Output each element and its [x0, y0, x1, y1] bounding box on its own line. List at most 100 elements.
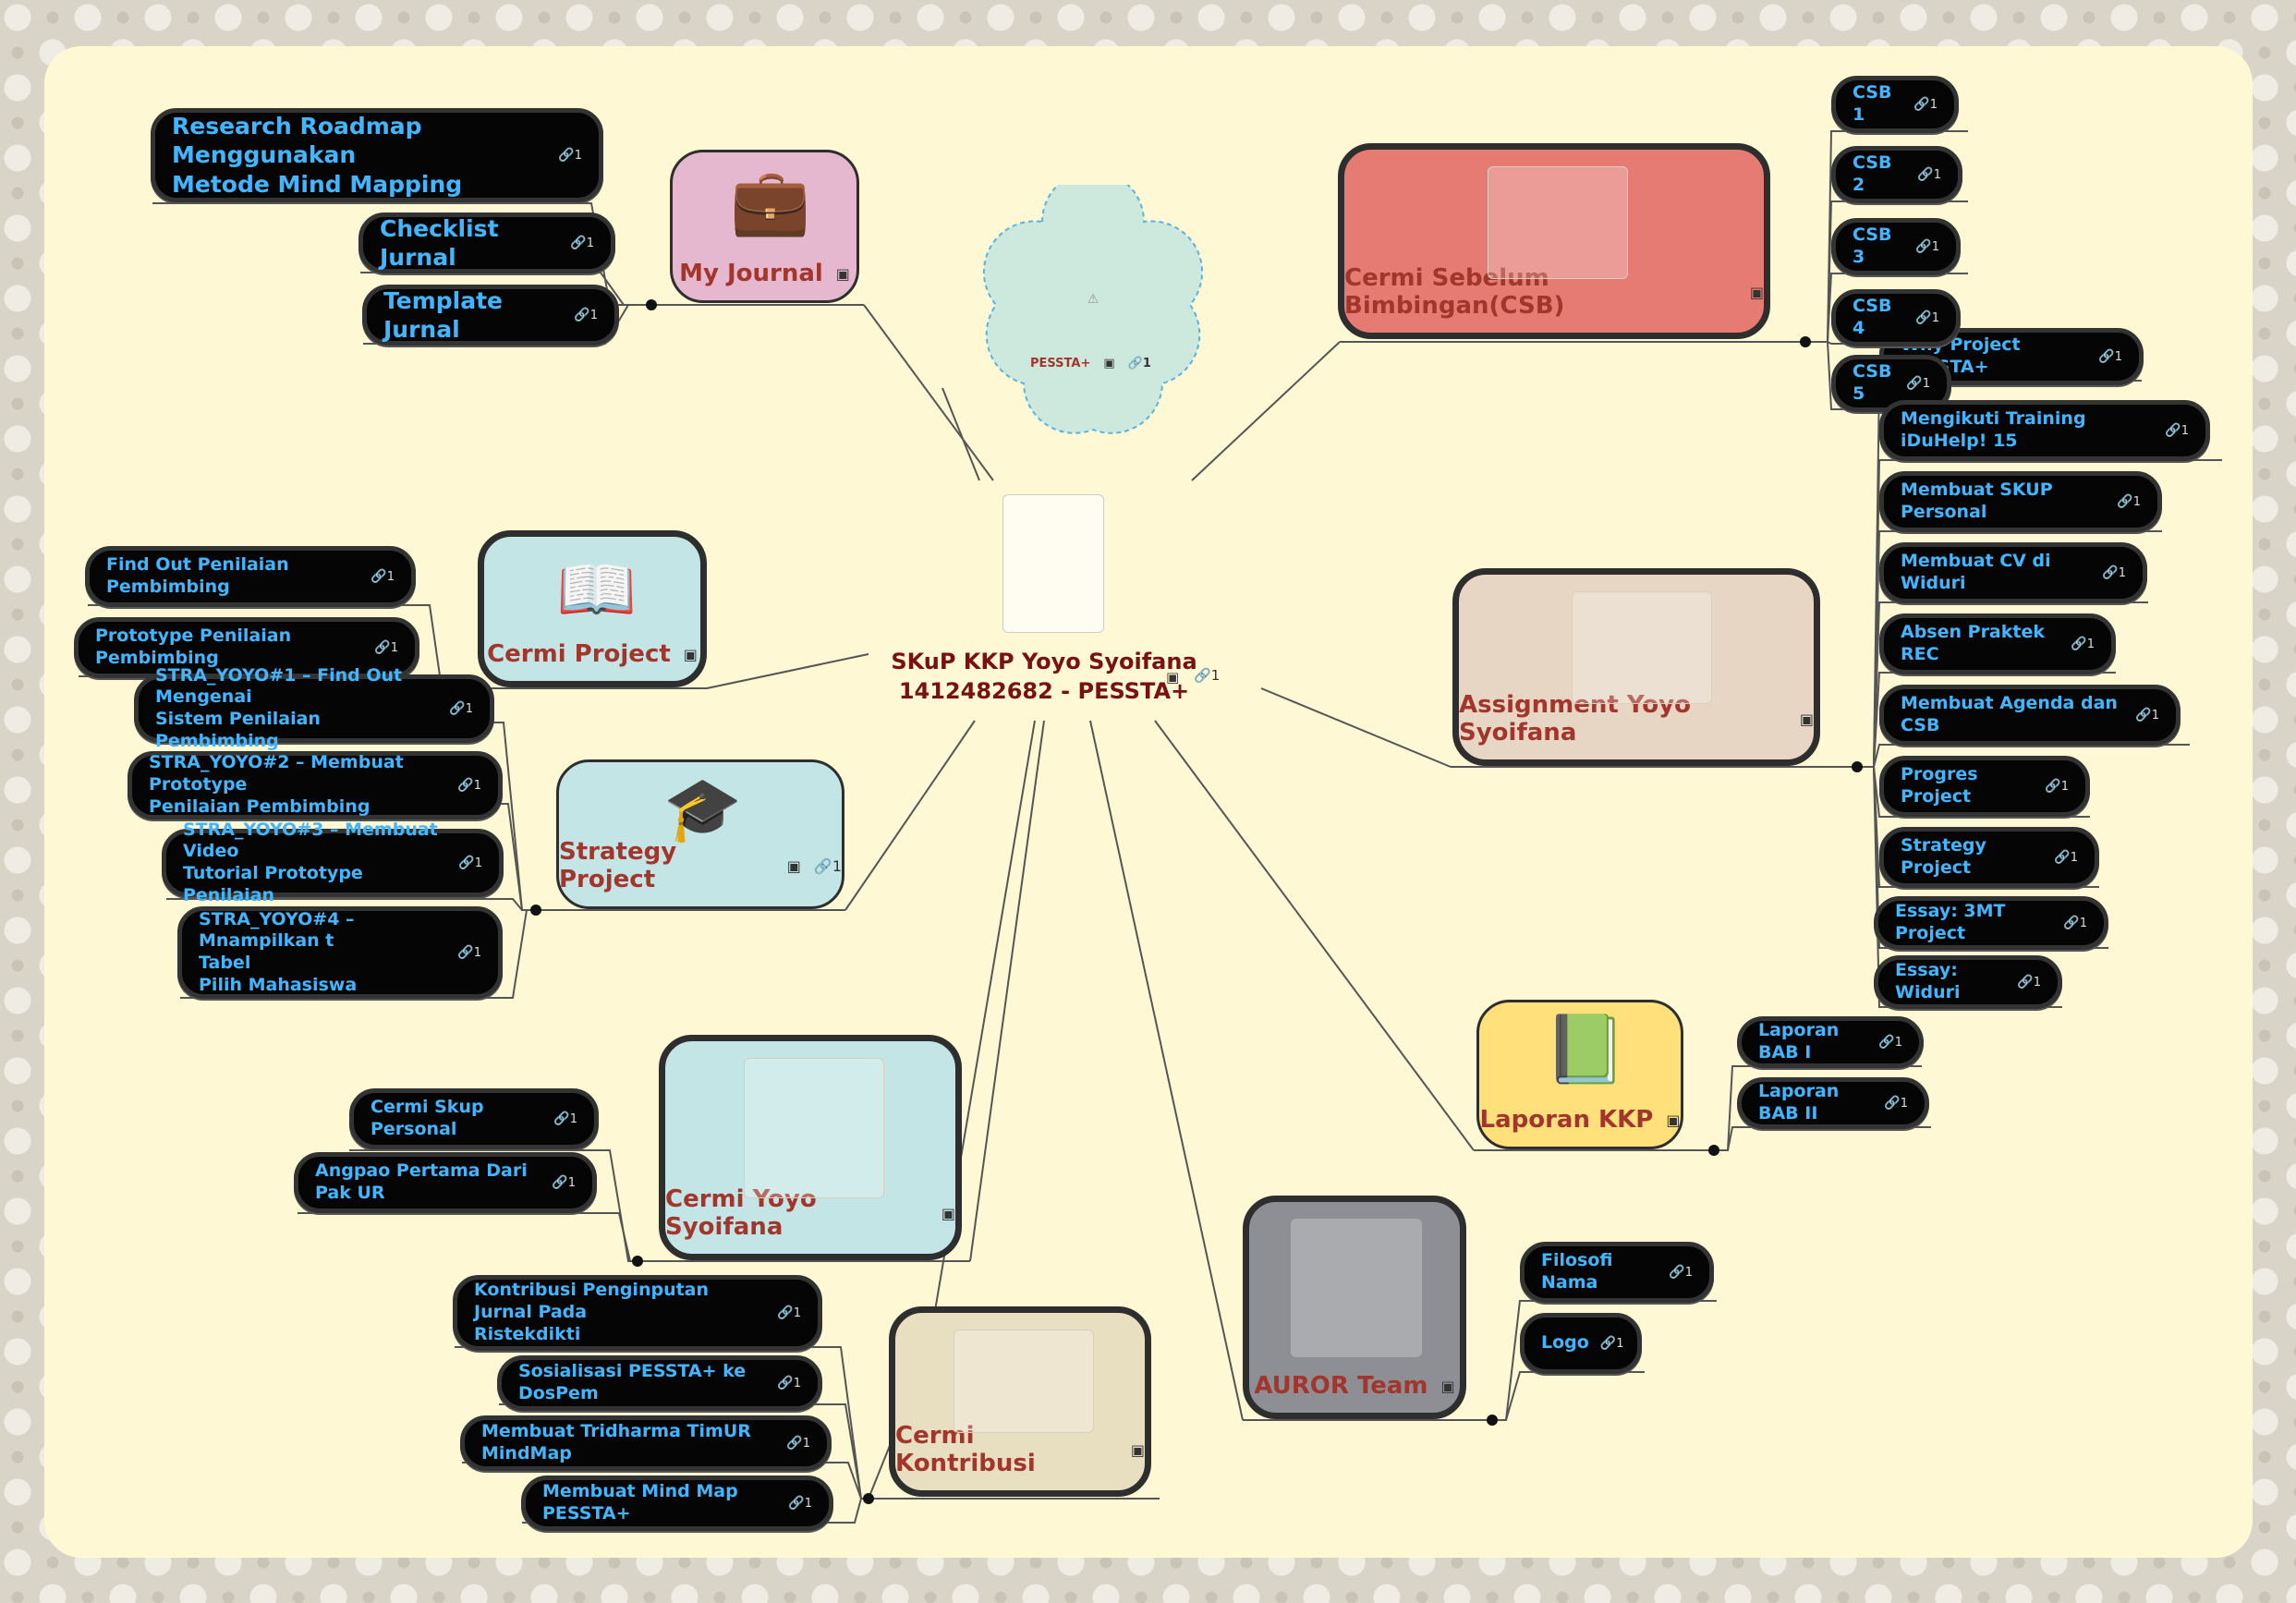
topic-cermi-kontribusi[interactable]: Cermi Kontribusi▣ — [889, 1306, 1151, 1497]
csb-item-2[interactable]: CSB 2🔗1 — [1831, 146, 1962, 203]
center-topic[interactable]: SKuP KKP Yoyo Syoifana 1412482682 - PESS… — [869, 647, 1220, 707]
cermi-yoyo-item-skup[interactable]: Cermi Skup Personal🔗1 — [349, 1088, 599, 1149]
link-icon: 🔗1 — [457, 945, 481, 960]
cermi-yoyo-image-placeholder — [744, 1058, 884, 1198]
link-icon: 🔗1 — [1884, 1096, 1908, 1111]
topic-cermi-project[interactable]: 📖 Cermi Project▣ — [478, 530, 707, 687]
pill-text: CSB 5 — [1853, 361, 1892, 404]
image-icon: ▣ — [683, 645, 698, 663]
csb-item-3[interactable]: CSB 3🔗1 — [1831, 218, 1961, 275]
assignment-item-absen[interactable]: Absen Praktek REC 🔗1 — [1879, 613, 2116, 674]
strategy-item-3[interactable]: STRA_YOYO#3 – Membuat Video Tutorial Pro… — [162, 820, 504, 905]
image-icon: ▣ — [1666, 1111, 1681, 1129]
journal-item-template[interactable]: Template Jurnal🔗1 — [362, 285, 619, 346]
pill-text: Research Roadmap Menggunakan Metode Mind… — [172, 113, 463, 198]
strategy-item-2[interactable]: STRA_YOYO#2 – Membuat Prototype Penilaia… — [128, 751, 503, 820]
link-center-auror — [1089, 720, 1244, 1421]
junction-dot — [863, 1493, 874, 1504]
cermi-project-item-find-out[interactable]: Find Out Penilaian Pembimbing🔗1 — [85, 546, 416, 607]
link-center-laporan — [1154, 720, 1475, 1151]
assignment-item-progres[interactable]: Progres Project 🔗1 — [1879, 756, 2090, 817]
assignment-item-cv[interactable]: Membuat CV di Widuri🔗1 — [1879, 542, 2147, 603]
assignment-item-essay-widuri[interactable]: Essay: Widuri 🔗1 — [1874, 955, 2062, 1009]
link-icon: 🔗1 — [2045, 779, 2069, 794]
kontribusi-item-jurnal[interactable]: Kontribusi Penginputan Jurnal Pada Riste… — [453, 1275, 822, 1351]
link-icon: 🔗1 — [777, 1376, 801, 1390]
link-icon: 🔗1 — [1599, 1336, 1624, 1351]
pill-text: Filosofi Nama — [1541, 1250, 1613, 1293]
auror-image-placeholder — [1291, 1219, 1422, 1357]
junction-dot — [646, 299, 657, 310]
link-icon: 🔗1 — [2017, 975, 2041, 990]
link-icon: 🔗1 — [1915, 239, 1939, 254]
link-icon: 🔗1 — [813, 856, 842, 875]
topic-label: Cermi Project — [487, 640, 671, 668]
csb-item-1[interactable]: CSB 1🔗1 — [1831, 76, 1959, 133]
topic-my-journal[interactable]: 💼 My Journal▣ — [670, 150, 859, 303]
topic-label: Assignment Yoyo Syoifana — [1459, 691, 1691, 747]
assignment-item-agenda[interactable]: Membuat Agenda dan CSB🔗1 — [1879, 685, 2181, 746]
pill-text: Essay: Widuri — [1895, 960, 1961, 1002]
topic-auror-team[interactable]: AUROR Team▣ — [1243, 1196, 1466, 1419]
pill-text: Progres Project — [1901, 764, 1978, 807]
assignment-item-strategy[interactable]: Strategy Project🔗1 — [1879, 827, 2099, 888]
kontribusi-item-mindmap[interactable]: Membuat Mind Map PESSTA+🔗1 — [521, 1475, 833, 1531]
kontribusi-item-sosialisasi[interactable]: Sosialisasi PESSTA+ ke DosPem 🔗1 — [497, 1355, 822, 1411]
link-icon: 🔗1 — [1878, 1035, 1902, 1050]
journal-item-research-roadmap[interactable]: Research Roadmap Menggunakan Metode Mind… — [151, 108, 603, 202]
pill-text: Sosialisasi PESSTA+ ke DosPem — [518, 1361, 747, 1403]
svg-text:⚠: ⚠ — [1087, 292, 1099, 307]
laporan-item-bab-2[interactable]: Laporan BAB II🔗1 — [1737, 1077, 1929, 1129]
image-icon: ▣ — [786, 856, 801, 875]
pill-text: Checklist Jurnal — [380, 214, 499, 271]
csb-item-4[interactable]: CSB 4🔗1 — [1831, 289, 1961, 346]
strategy-link-count: 1 — [832, 856, 842, 875]
image-icon: ▣ — [1749, 283, 1764, 301]
pill-text: Absen Praktek REC — [1901, 622, 2045, 664]
kontribusi-image-placeholder — [954, 1330, 1094, 1433]
topic-strategy-project[interactable]: 🎓 Strategy Project ▣ 🔗1 — [556, 759, 844, 909]
topic-cermi-yoyo[interactable]: Cermi Yoyo Syoifana▣ — [659, 1035, 962, 1260]
cloud-node[interactable]: ⚠ — [959, 185, 1227, 443]
assignment-image-placeholder — [1572, 591, 1712, 704]
center-title-line2: 1412482682 - PESSTA+ — [898, 678, 1190, 705]
pill-text: Strategy Project — [1901, 835, 1986, 878]
graduation-cap-icon: 🎓 — [663, 773, 742, 846]
link-icon: 🔗1 — [1913, 97, 1938, 112]
auror-item-logo[interactable]: Logo🔗1 — [1520, 1313, 1642, 1374]
strategy-item-1[interactable]: STRA_YOYO#1 – Find Out Mengenai Sistem P… — [134, 665, 494, 751]
pill-text: Kontribusi Penginputan Jurnal Pada Riste… — [474, 1280, 710, 1344]
junction-dot — [632, 1256, 643, 1267]
link-icon: 🔗1 — [570, 236, 594, 250]
link-icon: 🔗1 — [786, 1436, 810, 1451]
link-center-strategy — [844, 720, 976, 911]
pill-text: Membuat Tridharma TimUR MindMap — [481, 1421, 751, 1463]
cermi-yoyo-item-angpao[interactable]: Angpao Pertama Dari Pak UR🔗1 — [294, 1152, 597, 1213]
assignment-item-skup[interactable]: Membuat SKUP Personal🔗1 — [1879, 471, 2162, 532]
junction-dot — [1852, 761, 1863, 772]
kontribusi-item-tridharma[interactable]: Membuat Tridharma TimUR MindMap 🔗1 — [460, 1415, 832, 1471]
pill-text: STRA_YOYO#4 – Mnampilkan t Tabel Pilih M… — [199, 908, 358, 995]
laporan-item-bab-1[interactable]: Laporan BAB I🔗1 — [1737, 1016, 1924, 1068]
topic-assignment[interactable]: Assignment Yoyo Syoifana▣ — [1452, 568, 1820, 766]
link-icon: 🔗1 — [371, 569, 395, 584]
assignment-item-essay-3mt[interactable]: Essay: 3MT Project🔗1 — [1874, 896, 2108, 950]
cloud-label: PESSTA+ ▣ 🔗1 — [1030, 357, 1151, 370]
assignment-item-training[interactable]: Mengikuti Training iDuHelp! 15🔗1 — [1879, 400, 2210, 461]
journal-item-checklist[interactable]: Checklist Jurnal 🔗1 — [358, 213, 615, 273]
link-icon: 🔗1 — [1669, 1265, 1693, 1280]
topic-csb[interactable]: Cermi Sebelum Bimbingan(CSB)▣ — [1338, 143, 1770, 339]
link-icon: 🔗1 — [2071, 637, 2095, 651]
link-center-journal — [863, 304, 994, 481]
link-icon: 🔗1 — [777, 1305, 801, 1320]
topic-label: Strategy Project — [559, 838, 677, 893]
address-book-icon: 📗 — [1544, 1010, 1627, 1087]
pill-text: Membuat CV di Widuri — [1901, 551, 2051, 593]
auror-item-filosofi[interactable]: Filosofi Nama 🔗1 — [1520, 1242, 1714, 1303]
topic-laporan-kkp[interactable]: 📗 Laporan KKP▣ — [1476, 1000, 1683, 1149]
strategy-item-4[interactable]: STRA_YOYO#4 – Mnampilkan t Tabel Pilih M… — [177, 906, 503, 999]
link-icon: 🔗1 — [2135, 708, 2159, 723]
pill-text: STRA_YOYO#3 – Membuat Video Tutorial Pro… — [183, 819, 438, 905]
pill-text: Cermi Skup Personal — [371, 1097, 484, 1139]
link-icon: 🔗1 — [1127, 357, 1151, 370]
